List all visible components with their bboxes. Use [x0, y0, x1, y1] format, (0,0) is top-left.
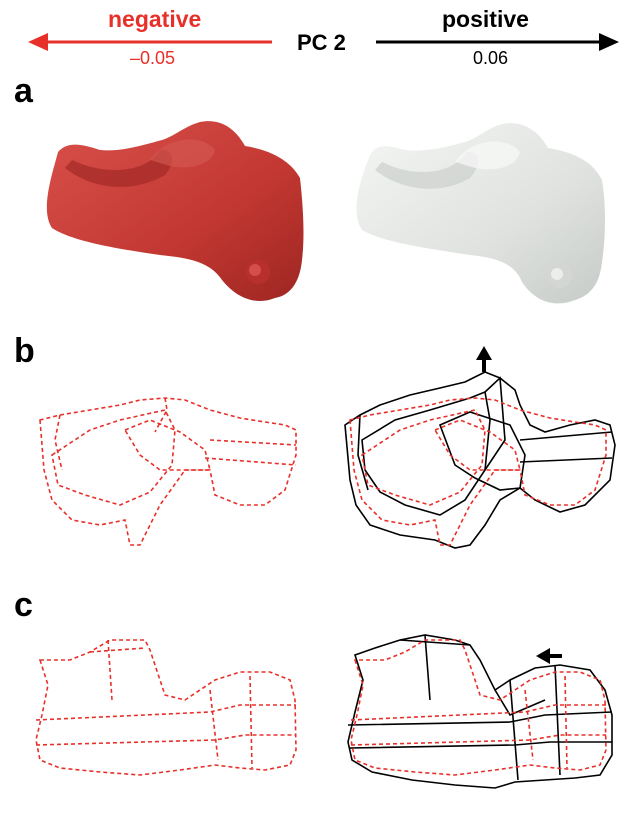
- panel-label-b: b: [14, 332, 35, 371]
- panel-label-c: c: [14, 586, 33, 625]
- negative-value: –0.05: [130, 48, 175, 69]
- panel-label-a: a: [14, 72, 33, 111]
- axis-label: PC 2: [297, 30, 346, 56]
- negative-wireframe-c: [36, 640, 296, 775]
- negative-label: negative: [108, 6, 201, 33]
- positive-wireframe-b-overlay: [350, 398, 606, 545]
- positive-value: 0.06: [473, 48, 508, 69]
- positive-wireframe-b: [345, 372, 615, 548]
- positive-label: positive: [442, 6, 529, 33]
- left-arrow-icon: [536, 648, 562, 664]
- positive-wireframe-c-overlay: [351, 640, 606, 775]
- positive-wireframe-c: [348, 635, 612, 788]
- up-arrow-icon: [476, 346, 492, 372]
- positive-shape-render: [357, 123, 605, 303]
- negative-shape-render: [47, 121, 304, 301]
- negative-wireframe-b: [40, 398, 296, 545]
